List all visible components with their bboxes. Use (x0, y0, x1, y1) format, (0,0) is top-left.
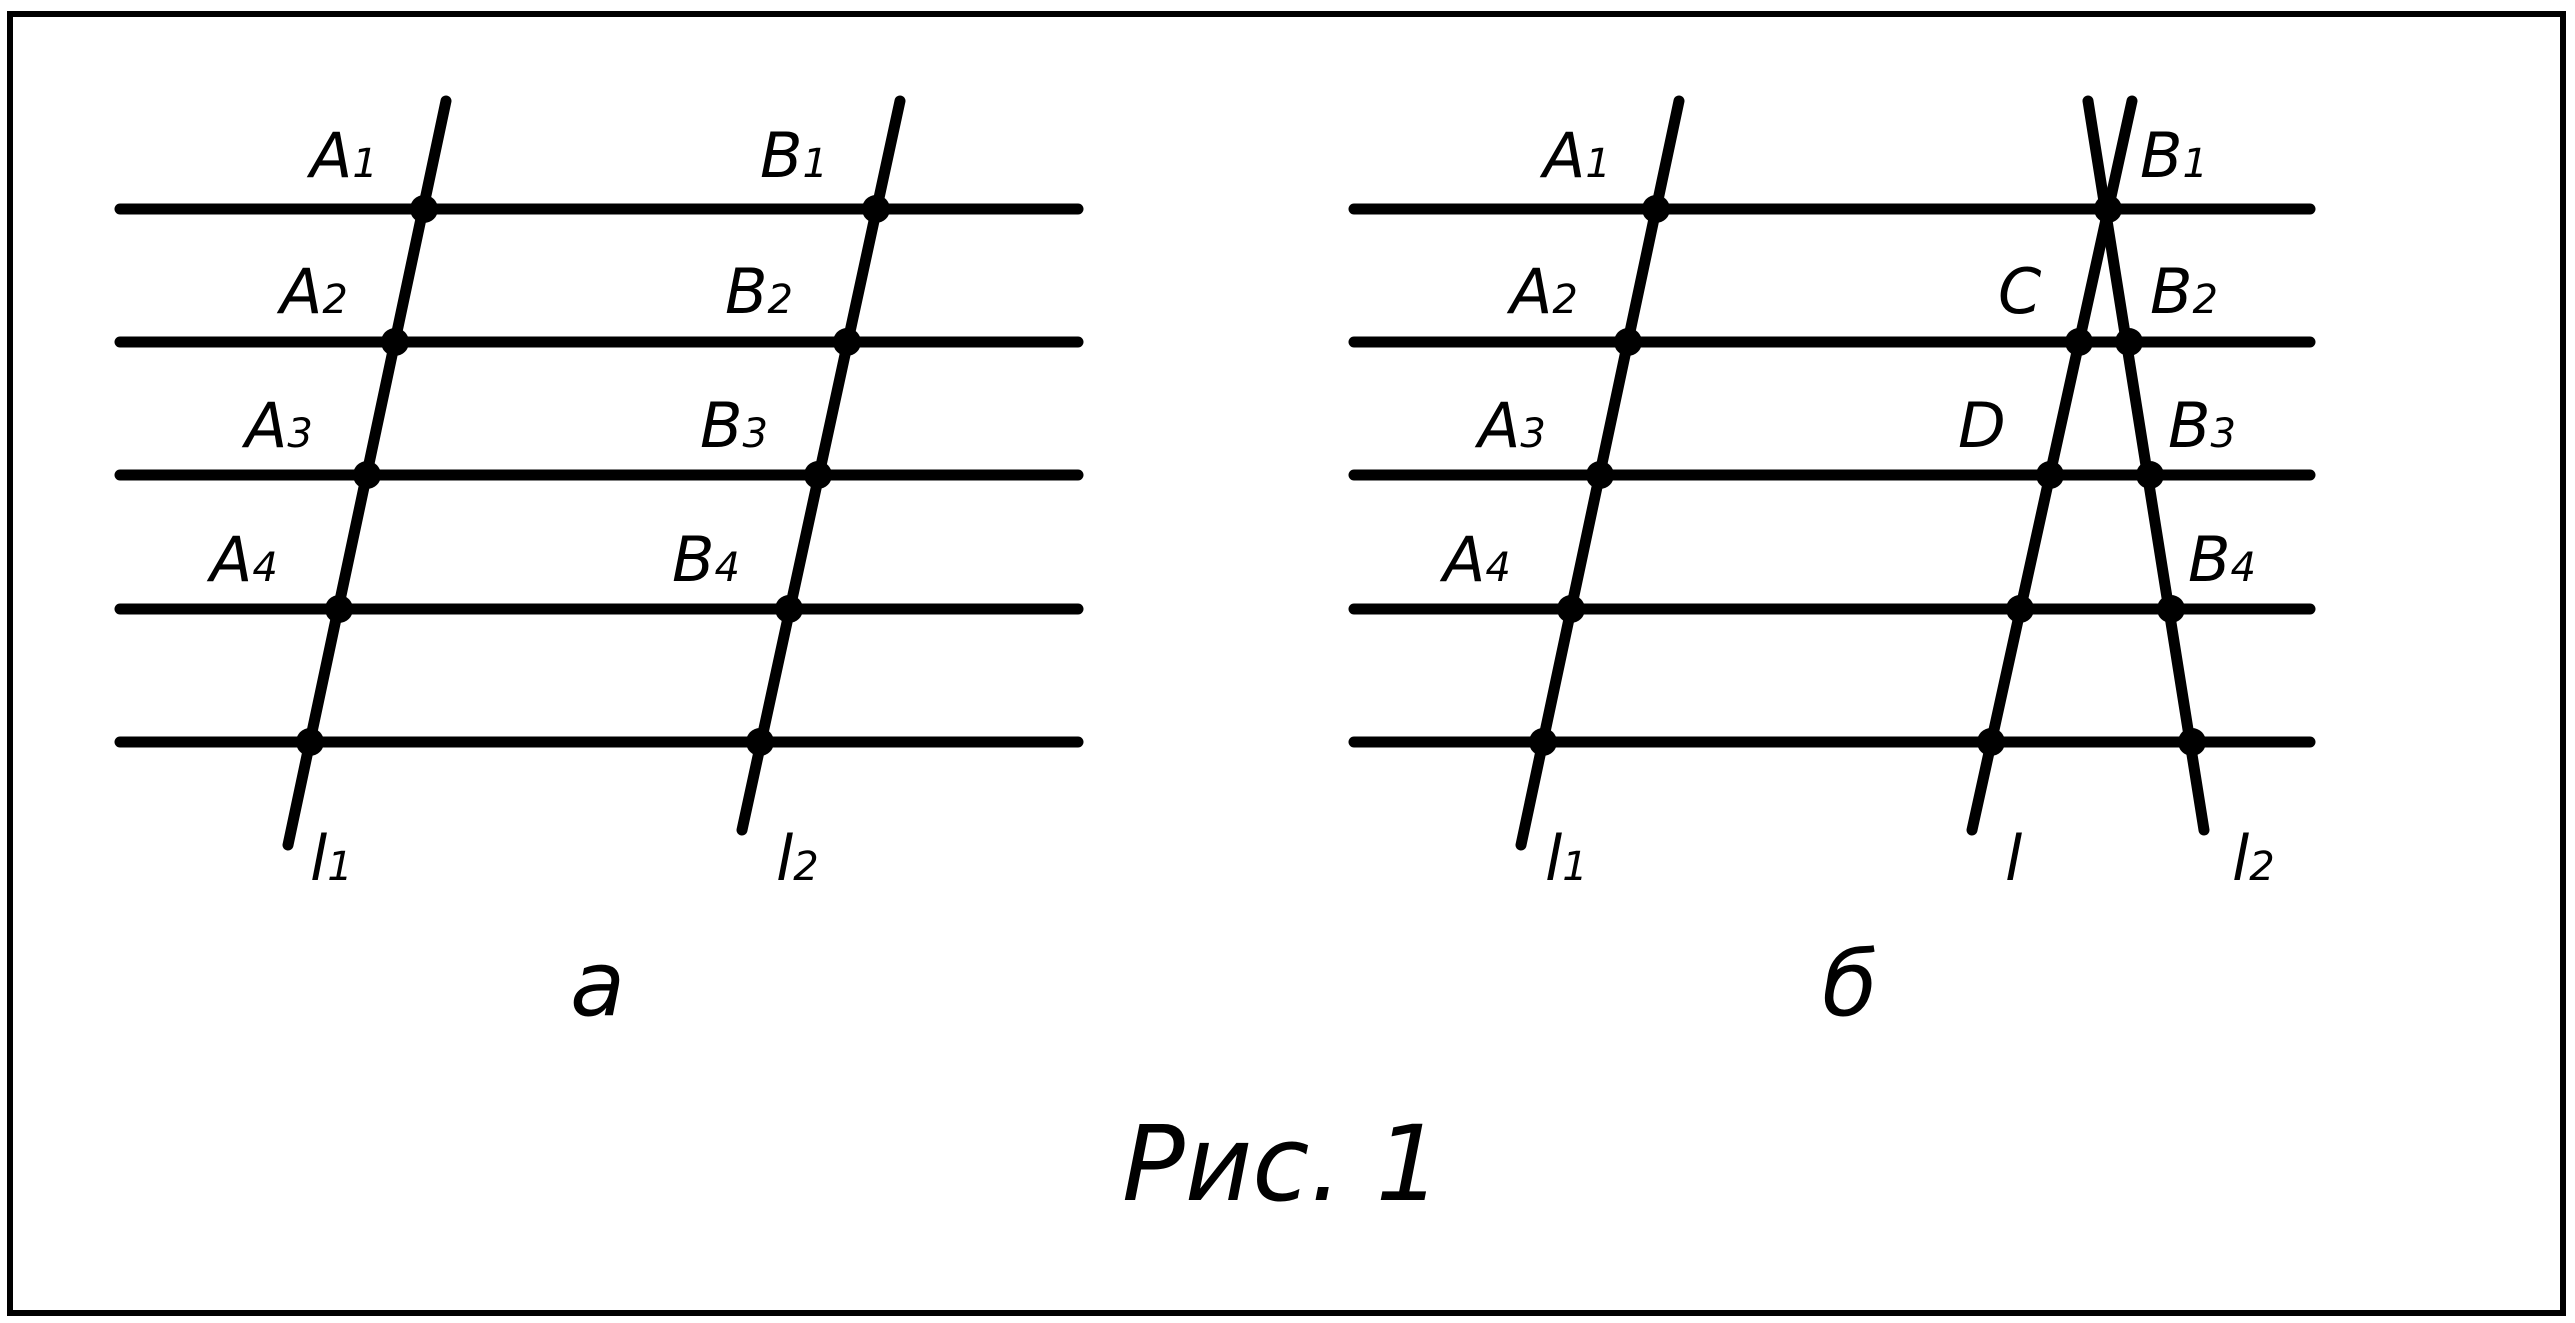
panel-a-label-b4: B4 (672, 523, 740, 596)
panel-b-point-d (2036, 461, 2064, 489)
panel-a-point-a1 (410, 195, 438, 223)
panel-b-point-l-4 (2006, 595, 2034, 623)
panel-a: A1 A2 A3 A4 B1 B2 B3 B4 l1 l2 а (114, 95, 1084, 1037)
panel-a-label-a3: A3 (241, 389, 313, 462)
panel-b-label-d: D (1958, 389, 2006, 462)
panel-b-point-b1 (2094, 195, 2122, 223)
panel-b-label-a1: A1 (1539, 119, 1611, 192)
panel-a-point-b4 (775, 595, 803, 623)
panel-a-point-b1 (862, 195, 890, 223)
panel-b-label-a2: A2 (1506, 255, 1578, 328)
panel-b-label-l1: l1 (1545, 822, 1588, 895)
panel-a-label-a1: A1 (306, 119, 378, 192)
panel-b-label-b2: B2 (2150, 255, 2218, 328)
panel-b-point-b3 (2136, 461, 2164, 489)
panel-b-point-c (2065, 328, 2093, 356)
panel-a-point-a5 (296, 728, 324, 756)
panel-b-label-a4: A4 (1439, 523, 1511, 596)
panel-a-point-a4 (325, 595, 353, 623)
panel-b-point-a2 (1614, 328, 1642, 356)
panel-a-point-b5 (746, 728, 774, 756)
panel-a-point-b3 (804, 461, 832, 489)
panel-b-point-a4 (1557, 595, 1585, 623)
panel-a-label: а (570, 932, 625, 1037)
panel-b-label-b4: B4 (2188, 523, 2256, 596)
panel-b-point-a5 (1529, 728, 1557, 756)
panel-a-point-b2 (833, 328, 861, 356)
figure-caption: Рис. 1 (1122, 1103, 1442, 1225)
panel-b-label-b1: B1 (2140, 119, 2208, 192)
panel-a-label-b3: B3 (700, 389, 768, 462)
panel-a-label-b1: B1 (760, 119, 828, 192)
panel-a-label-l1: l1 (310, 822, 353, 895)
panel-b-point-l-5 (1977, 728, 2005, 756)
panel-b-point-b5 (2178, 728, 2206, 756)
panel-b-label-a3: A3 (1474, 389, 1546, 462)
panel-b-point-b2 (2115, 328, 2143, 356)
panel-a-label-a2: A2 (276, 255, 348, 328)
panel-b-label-b3: B3 (2168, 389, 2236, 462)
panel-b: A1 A2 A3 A4 B1 B2 B3 B4 C D l1 l l2 б (1348, 95, 2316, 1037)
panel-b-label-c: C (1998, 255, 2042, 328)
panel-b-label: б (1822, 932, 1878, 1037)
panel-b-point-b4 (2157, 595, 2185, 623)
panel-a-label-l2: l2 (776, 822, 819, 895)
panel-a-label-a4: A4 (206, 523, 278, 596)
panel-b-point-a1 (1642, 195, 1670, 223)
panel-b-label-l: l (2005, 822, 2022, 895)
panel-a-label-b2: B2 (725, 255, 793, 328)
panel-b-label-l2: l2 (2232, 822, 2275, 895)
panel-a-point-a3 (353, 461, 381, 489)
panel-b-point-a3 (1586, 461, 1614, 489)
panel-a-point-a2 (381, 328, 409, 356)
figure-frame (7, 11, 2566, 1316)
